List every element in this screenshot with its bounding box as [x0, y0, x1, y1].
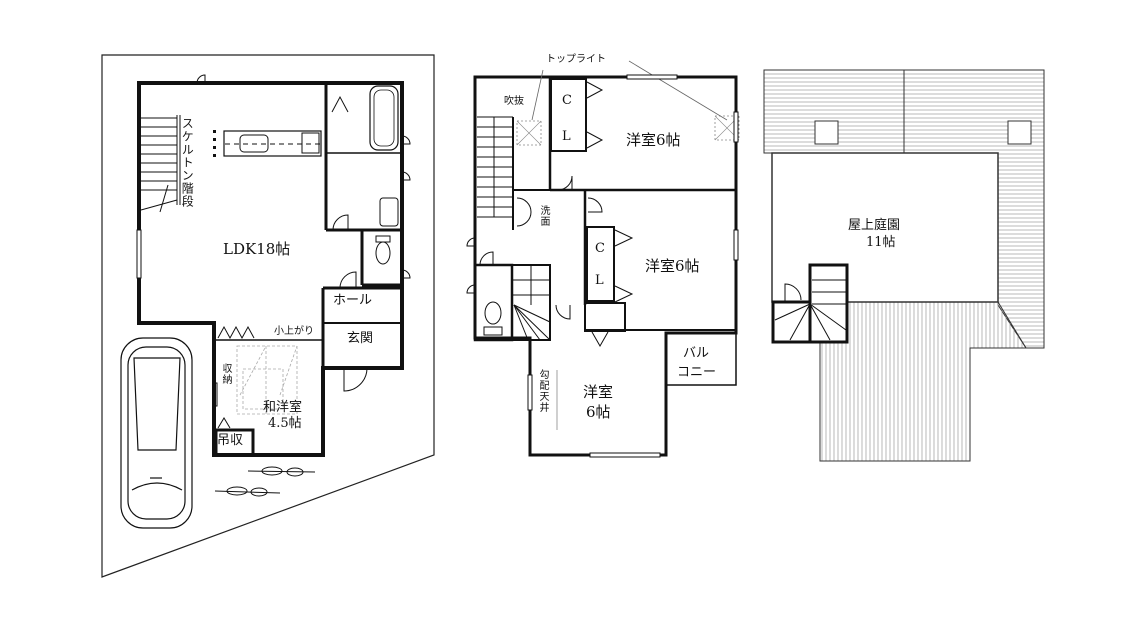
kitchen-sink	[239, 134, 269, 153]
closet2-c-label: C	[595, 241, 605, 256]
toplight-label: トップライト	[546, 54, 606, 65]
toilet-floor1	[375, 241, 391, 265]
washitsu-size-label: 4.5帖	[268, 416, 302, 431]
balcony-line1-label: バル	[683, 346, 710, 361]
entrance-label: 玄関	[347, 331, 374, 346]
roof-stairs	[771, 263, 849, 344]
kojiagari-label: 小上がり	[274, 326, 314, 337]
senmen-label: 洗面	[538, 205, 549, 227]
closet1-l-label: L	[562, 129, 571, 144]
floor1-outer-wall	[137, 81, 404, 457]
room3-size-label: 6帖	[586, 403, 611, 421]
hanging-storage-label: 吊収	[217, 433, 244, 448]
fukinuke-label: 吹抜	[504, 96, 524, 107]
closet-1	[550, 78, 587, 152]
bicycle-icon	[214, 466, 316, 497]
balcony-line2-label: コニー	[677, 365, 717, 380]
closet2-l-label: L	[595, 273, 604, 288]
closet1-c-label: C	[562, 93, 572, 108]
site-boundary	[101, 54, 435, 578]
hall-label: ホール	[333, 293, 373, 308]
storage-label: 収納	[220, 363, 231, 385]
washitsu-room	[212, 325, 323, 457]
floor1-plan	[101, 54, 435, 578]
room3-name-label: 洋室	[583, 383, 614, 401]
roof-garden-size-label: 11帖	[866, 235, 896, 250]
room1-label: 洋室6帖	[626, 131, 681, 149]
washbasin	[379, 197, 399, 227]
skeleton-stairs-label: スケルトン階段	[180, 117, 195, 208]
floor3-plan	[763, 69, 1045, 462]
deck-area	[819, 301, 1027, 462]
door-swing	[196, 74, 206, 84]
sloped-ceiling-label: 勾配天井	[537, 369, 548, 413]
washitsu-name-label: 和洋室	[263, 400, 303, 415]
ldk-label: LDK18帖	[223, 240, 291, 258]
closet-2	[586, 226, 615, 302]
kitchen-stove	[301, 132, 320, 154]
room2-label: 洋室6帖	[645, 257, 700, 275]
roof-garden-name-label: 屋上庭園	[848, 218, 901, 233]
kitchen-counter	[223, 130, 322, 157]
bathtub	[369, 85, 399, 151]
skeleton-stairs	[140, 115, 181, 213]
hall-entrance	[321, 271, 402, 392]
counter-dots-icon	[213, 130, 216, 157]
floor2-plan	[466, 60, 740, 458]
floor1-wet-area	[324, 83, 402, 287]
car-icon	[120, 337, 193, 529]
